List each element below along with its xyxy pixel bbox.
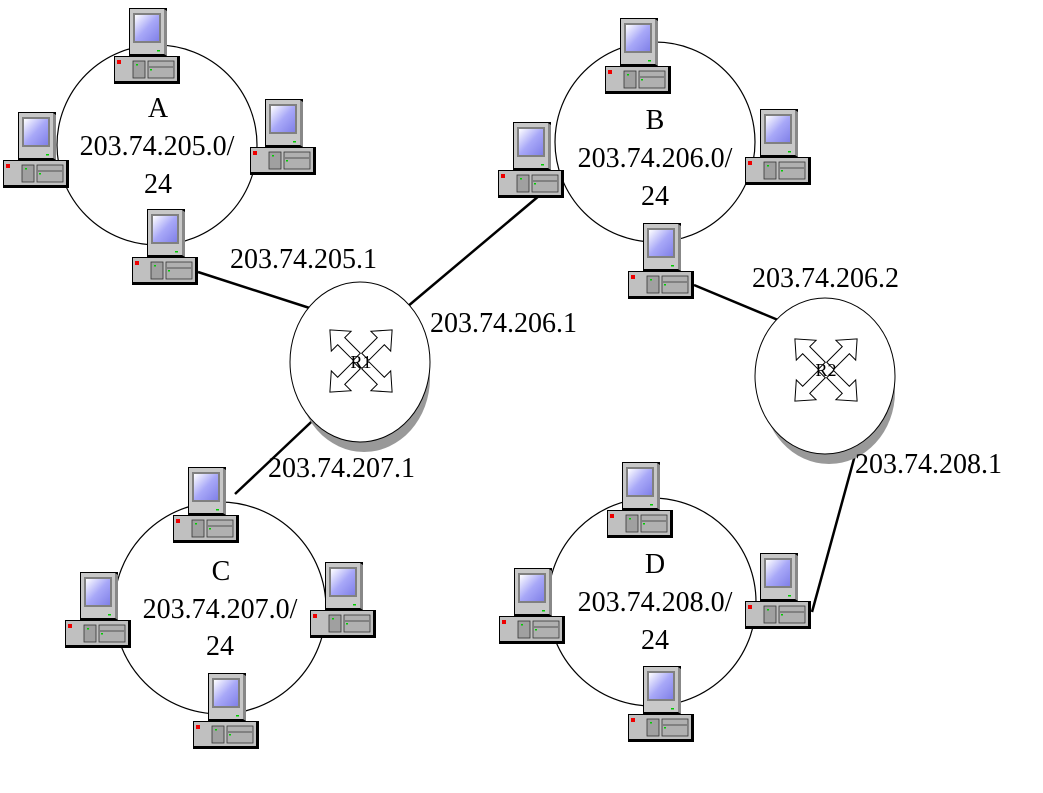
network-b-label: B 203.74.206.0/ 24 <box>578 105 733 212</box>
link-c-r1 <box>234 407 327 495</box>
computer-icon[interactable] <box>628 223 694 299</box>
link-a-r1 <box>197 270 323 314</box>
network-prefix: 24 <box>206 631 234 662</box>
network-prefix: 24 <box>641 181 669 212</box>
interface-ip-label: 203.74.208.1 <box>855 449 1002 480</box>
network-c-label: C 203.74.207.0/ 24 <box>143 556 298 662</box>
computer-icon[interactable] <box>607 462 673 538</box>
network-address: 203.74.205.0/ <box>80 131 235 162</box>
computer-icon[interactable] <box>498 122 564 198</box>
computer-icon[interactable] <box>628 666 694 742</box>
network-name: A <box>148 93 169 124</box>
router-r2[interactable]: R2 <box>754 297 896 464</box>
interface-ip-label: 203.74.206.1 <box>430 308 577 339</box>
network-name: D <box>645 549 665 580</box>
interface-ip-label: 203.74.205.1 <box>230 244 377 275</box>
network-d-label: D 203.74.208.0/ 24 <box>578 549 733 656</box>
computer-icon[interactable] <box>193 673 259 749</box>
network-prefix: 24 <box>144 169 172 200</box>
router-body <box>754 297 896 455</box>
interface-ip-label: 203.74.206.2 <box>752 263 899 294</box>
router-body <box>289 281 431 443</box>
network-address: 203.74.208.0/ <box>578 587 733 618</box>
network-address: 203.74.206.0/ <box>578 143 733 174</box>
computer-icon[interactable] <box>132 209 198 285</box>
network-a-label: A 203.74.205.0/ 24 <box>80 93 235 200</box>
router-label: R2 <box>815 360 836 380</box>
computer-icon[interactable] <box>250 99 316 175</box>
router-r1[interactable]: R1 <box>289 281 431 452</box>
network-name: C <box>212 556 231 587</box>
computer-icon[interactable] <box>499 568 565 644</box>
router-label: R1 <box>350 352 371 372</box>
computer-icon[interactable] <box>173 467 239 543</box>
computer-icon[interactable] <box>605 18 671 94</box>
computer-icon[interactable] <box>65 572 131 648</box>
network-prefix: 24 <box>641 625 669 656</box>
link-b-r2 <box>693 283 791 327</box>
network-name: B <box>646 105 665 136</box>
link-b-r1 <box>400 194 541 313</box>
interface-ip-label: 203.74.207.1 <box>268 453 415 484</box>
network-address: 203.74.207.0/ <box>143 594 298 625</box>
